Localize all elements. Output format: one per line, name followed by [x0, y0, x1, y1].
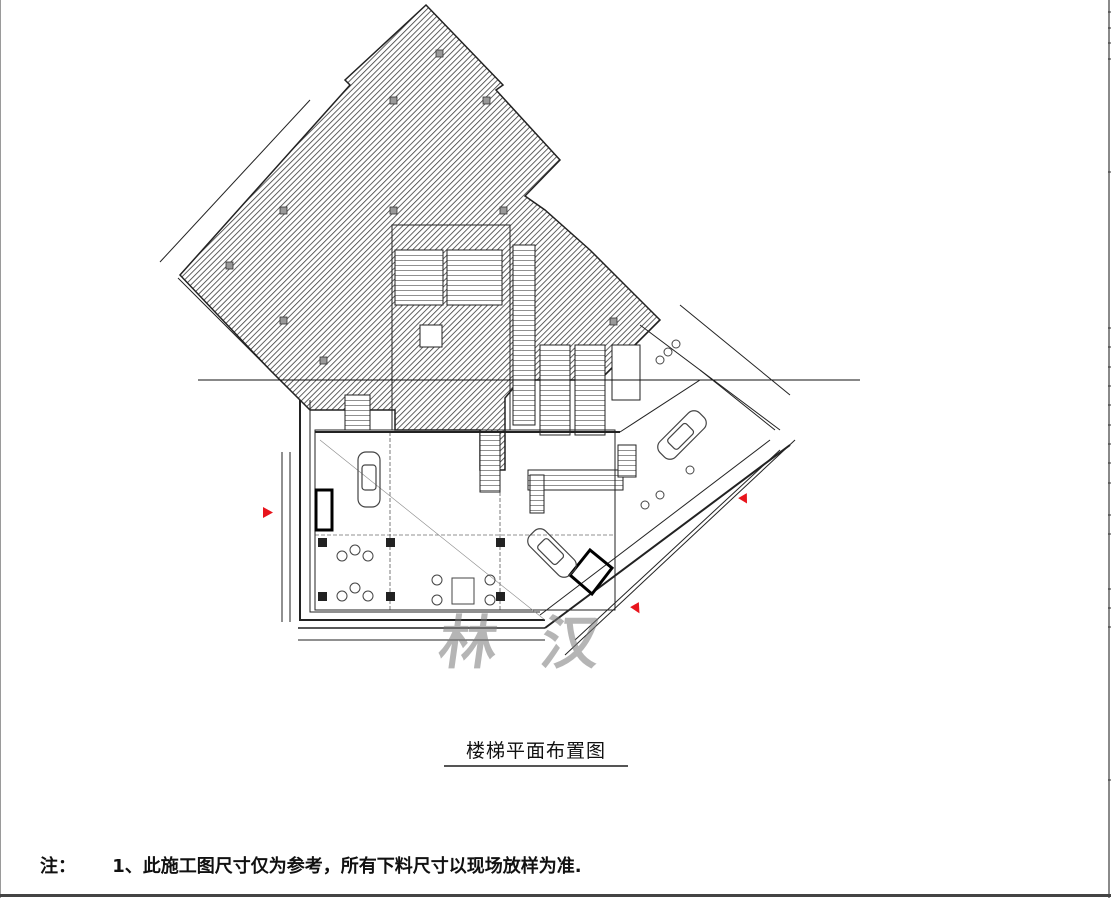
title-underline: [444, 765, 628, 767]
column-markers: [225, 49, 618, 365]
stair-core: [344, 224, 641, 514]
seating-groups: [336, 339, 695, 606]
lower-floor-walls: [281, 304, 796, 656]
watermark: 林 汉: [434, 609, 617, 677]
frame-left-border: [0, 0, 1, 898]
drawing-note: 注： 1、此施工图尺寸仅为参考，所有下料尺寸以现场放样为准.: [40, 852, 582, 878]
note-text: 1、此施工图尺寸仅为参考，所有下料尺寸以现场放样为准.: [112, 856, 582, 877]
entrance-markers: [263, 493, 747, 614]
entrance-vestibule: [314, 488, 334, 532]
car-icons: [357, 410, 707, 578]
drawing-title: 楼梯平面布置图: [465, 740, 606, 762]
frame-bottom-border: [0, 894, 1111, 897]
frame-right-border: [1108, 0, 1110, 898]
note-label: 注：: [40, 856, 76, 877]
lower-columns: [318, 538, 505, 601]
entrance-vestibule-se: [567, 547, 615, 597]
